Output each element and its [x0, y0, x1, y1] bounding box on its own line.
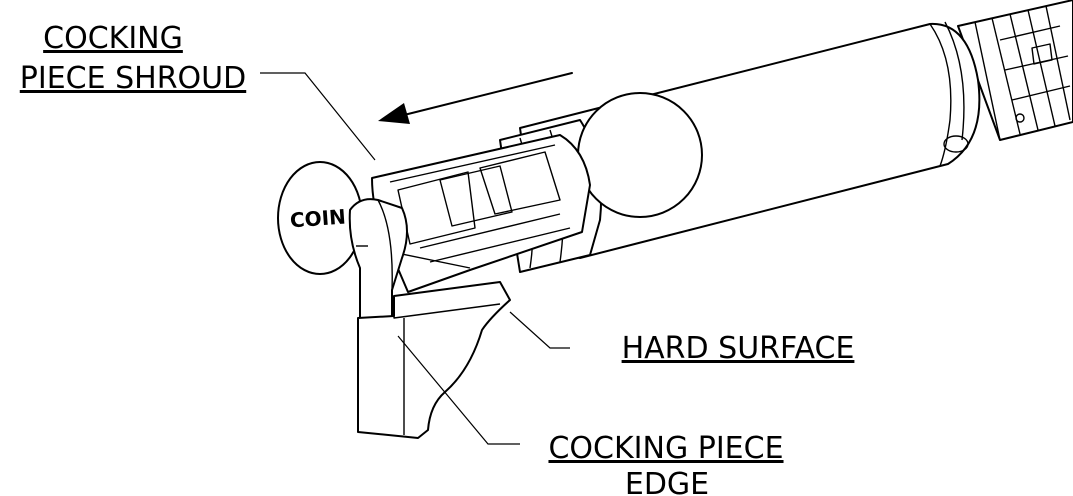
bolt-handle-knob: [577, 92, 703, 218]
callout-edge-line1: COCKING PIECE: [548, 431, 783, 466]
svg-text:COCKING: COCKING: [43, 21, 183, 56]
leader-lines: [260, 72, 570, 445]
callout-edge-line2: EDGE: [625, 467, 709, 496]
svg-text:COCKING PIECE: COCKING PIECE: [548, 431, 783, 466]
callout-hard-surface: HARD SURFACE: [622, 331, 855, 366]
coin: COIN: [277, 161, 363, 275]
rear-knob: [957, 0, 1073, 141]
svg-text:PIECE SHROUD: PIECE SHROUD: [20, 61, 246, 96]
hard-surface-block: [357, 281, 511, 439]
callout-shroud-line2: PIECE SHROUD: [20, 61, 246, 96]
cocking-piece: [348, 198, 408, 321]
callout-shroud-line1: COCKING: [43, 21, 183, 56]
svg-text:EDGE: EDGE: [625, 467, 709, 496]
coin-label: COIN: [289, 205, 346, 233]
callout-cocking-piece-shroud: COCKING PIECE SHROUD: [20, 21, 246, 96]
direction-arrow: [378, 72, 573, 124]
callout-cocking-piece-edge: COCKING PIECE EDGE: [548, 431, 783, 496]
